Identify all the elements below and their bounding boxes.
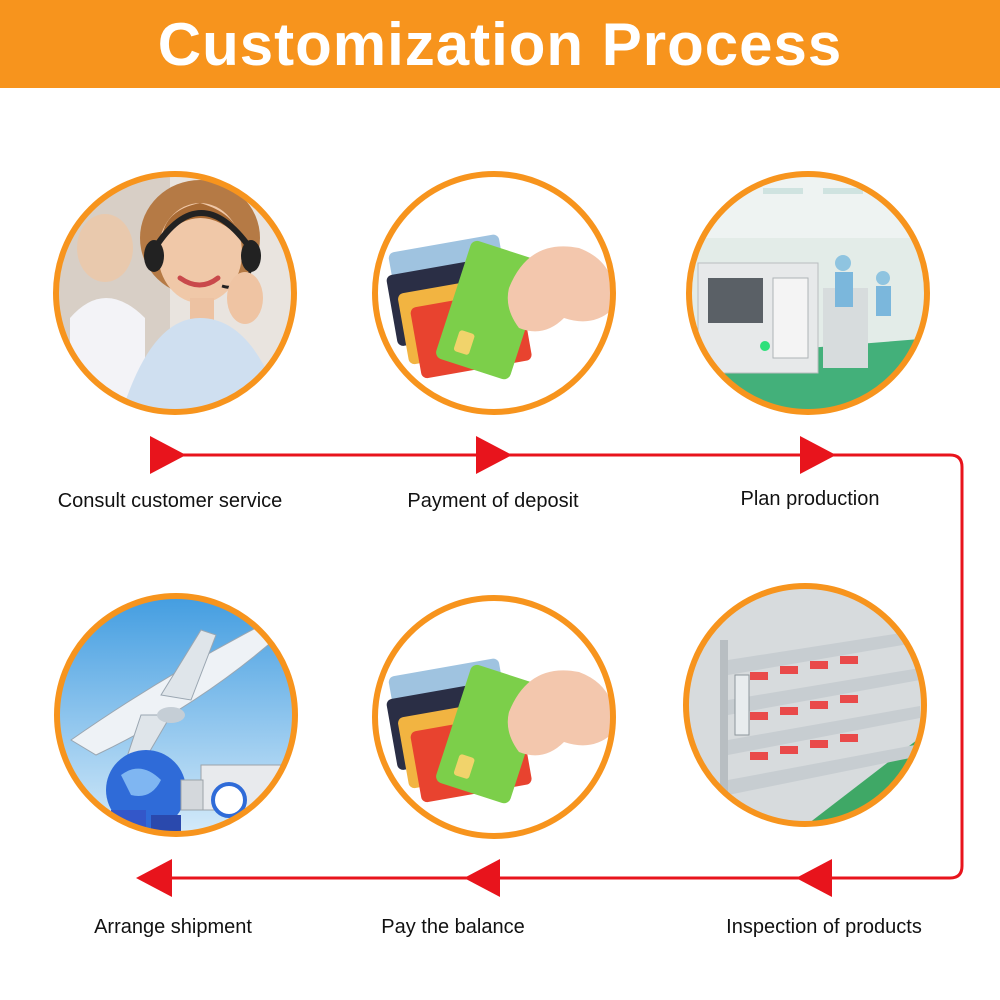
flow-arrowhead	[150, 436, 186, 474]
step-label-shipment: Arrange shipment	[94, 916, 252, 938]
step-label-production: Plan production	[740, 488, 880, 510]
step-shipment-circle	[51, 590, 301, 840]
header-banner: Customization Process	[0, 0, 1000, 88]
credit-cards-icon	[372, 171, 616, 415]
product-inspection-racks-icon	[683, 583, 927, 827]
step-balance-circle	[369, 592, 619, 842]
step-consult-circle	[50, 168, 300, 418]
page-title: Customization Process	[157, 10, 843, 78]
factory-production-line-icon	[686, 171, 930, 415]
credit-cards-icon	[372, 595, 616, 839]
step-production-circle	[683, 168, 933, 418]
step-label-consult: Consult customer service	[57, 490, 283, 512]
step-label-balance: Pay the balance	[381, 916, 525, 938]
flow-arrowhead	[800, 436, 836, 474]
step-deposit-circle	[369, 168, 619, 418]
flow-arrowhead	[476, 436, 512, 474]
airplane-shipment-icon	[54, 593, 298, 837]
flow-arrowhead	[136, 859, 172, 897]
step-label-inspection: Inspection of products	[726, 916, 922, 938]
step-label-deposit: Payment of deposit	[407, 490, 579, 512]
flow-arrowhead	[796, 859, 832, 897]
step-inspection-circle	[680, 580, 930, 830]
flow-arrowhead	[464, 859, 500, 897]
customer-service-headset-icon	[53, 171, 297, 415]
